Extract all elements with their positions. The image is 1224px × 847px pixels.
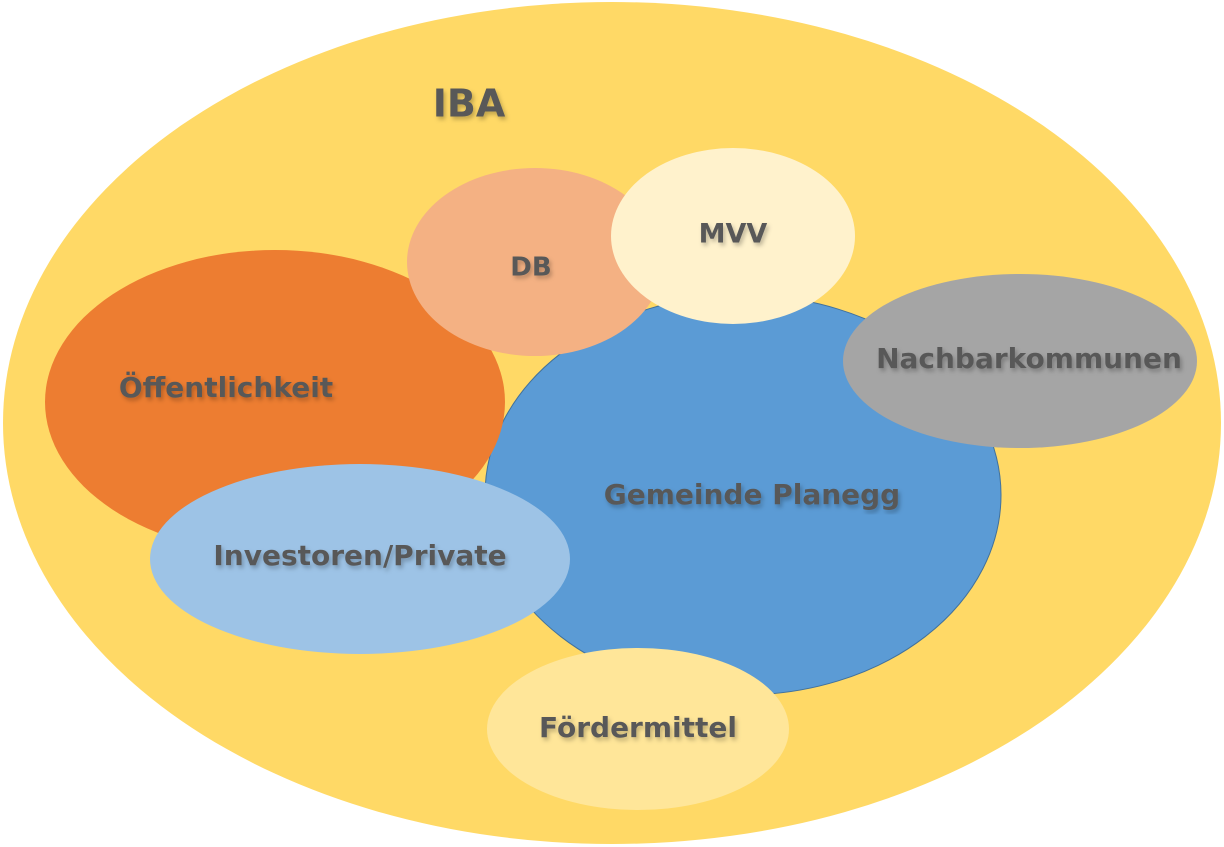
investoren-ellipse bbox=[150, 464, 570, 654]
nachbarkommunen-ellipse bbox=[843, 274, 1197, 448]
foerdermittel-ellipse bbox=[487, 648, 789, 810]
gemeinde-planegg-label: Gemeinde Planegg bbox=[604, 478, 900, 511]
foerdermittel-label: Fördermittel bbox=[539, 711, 737, 744]
oeffentlichkeit-label: Öffentlichkeit bbox=[119, 370, 333, 404]
iba-label: IBA bbox=[433, 82, 506, 126]
db-label: DB bbox=[510, 253, 551, 283]
mvv-ellipse bbox=[611, 148, 855, 324]
nachbarkommunen-label: Nachbarkommunen bbox=[876, 342, 1182, 375]
db-ellipse bbox=[407, 168, 663, 356]
mvv-label: MVV bbox=[699, 219, 768, 250]
investoren-label: Investoren/Private bbox=[213, 539, 506, 572]
